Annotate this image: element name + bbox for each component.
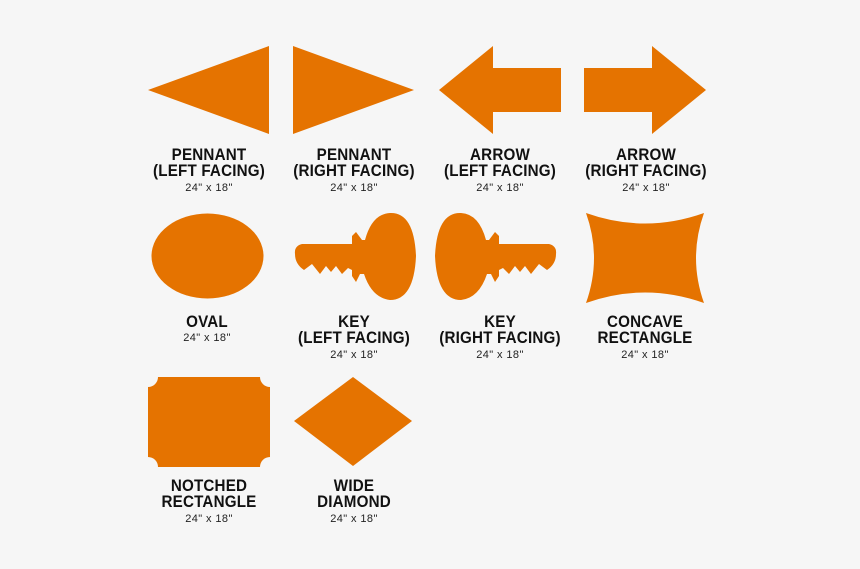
pennant-right-icon bbox=[293, 46, 415, 134]
notched-rectangle-icon bbox=[148, 377, 270, 467]
size-text: 24" x 18" bbox=[621, 349, 669, 361]
size-text: 24" x 18" bbox=[330, 349, 378, 361]
size-text: 24" x 18" bbox=[330, 513, 378, 525]
size-text: 24" x 18" bbox=[330, 182, 378, 194]
sign-label-pennant-right: PENNANT (RIGHT FACING) 24" x 18" bbox=[279, 147, 429, 196]
sign-label-key-right: KEY (RIGHT FACING) 24" x 18" bbox=[425, 314, 575, 363]
size-text: 24" x 18" bbox=[476, 182, 524, 194]
sign-label-arrow-left: ARROW (LEFT FACING) 24" x 18" bbox=[425, 147, 575, 196]
sign-label-wide-diamond: WIDE DIAMOND 24" x 18" bbox=[279, 478, 429, 527]
size-text: 24" x 18" bbox=[183, 332, 231, 344]
sign-label-key-left: KEY (LEFT FACING) 24" x 18" bbox=[279, 314, 429, 363]
key-right-icon bbox=[434, 212, 559, 302]
size-text: 24" x 18" bbox=[622, 182, 670, 194]
size-text: 24" x 18" bbox=[185, 182, 233, 194]
size-text: 24" x 18" bbox=[476, 349, 524, 361]
pennant-left-icon bbox=[148, 46, 270, 134]
arrow-right-icon bbox=[584, 46, 707, 134]
key-left-icon bbox=[292, 212, 417, 302]
sign-label-oval: OVAL 24" x 18" bbox=[132, 314, 282, 346]
sign-label-arrow-right: ARROW (RIGHT FACING) 24" x 18" bbox=[571, 147, 721, 196]
size-text: 24" x 18" bbox=[185, 513, 233, 525]
arrow-left-icon bbox=[439, 46, 562, 134]
oval-icon bbox=[151, 213, 264, 299]
sign-label-concave-rectangle: CONCAVE RECTANGLE 24" x 18" bbox=[570, 314, 720, 363]
wide-diamond-icon bbox=[294, 377, 413, 467]
sign-label-pennant-left: PENNANT (LEFT FACING) 24" x 18" bbox=[134, 147, 284, 196]
concave-rectangle-icon bbox=[584, 212, 706, 304]
sign-label-notched-rectangle: NOTCHED RECTANGLE 24" x 18" bbox=[134, 478, 284, 527]
